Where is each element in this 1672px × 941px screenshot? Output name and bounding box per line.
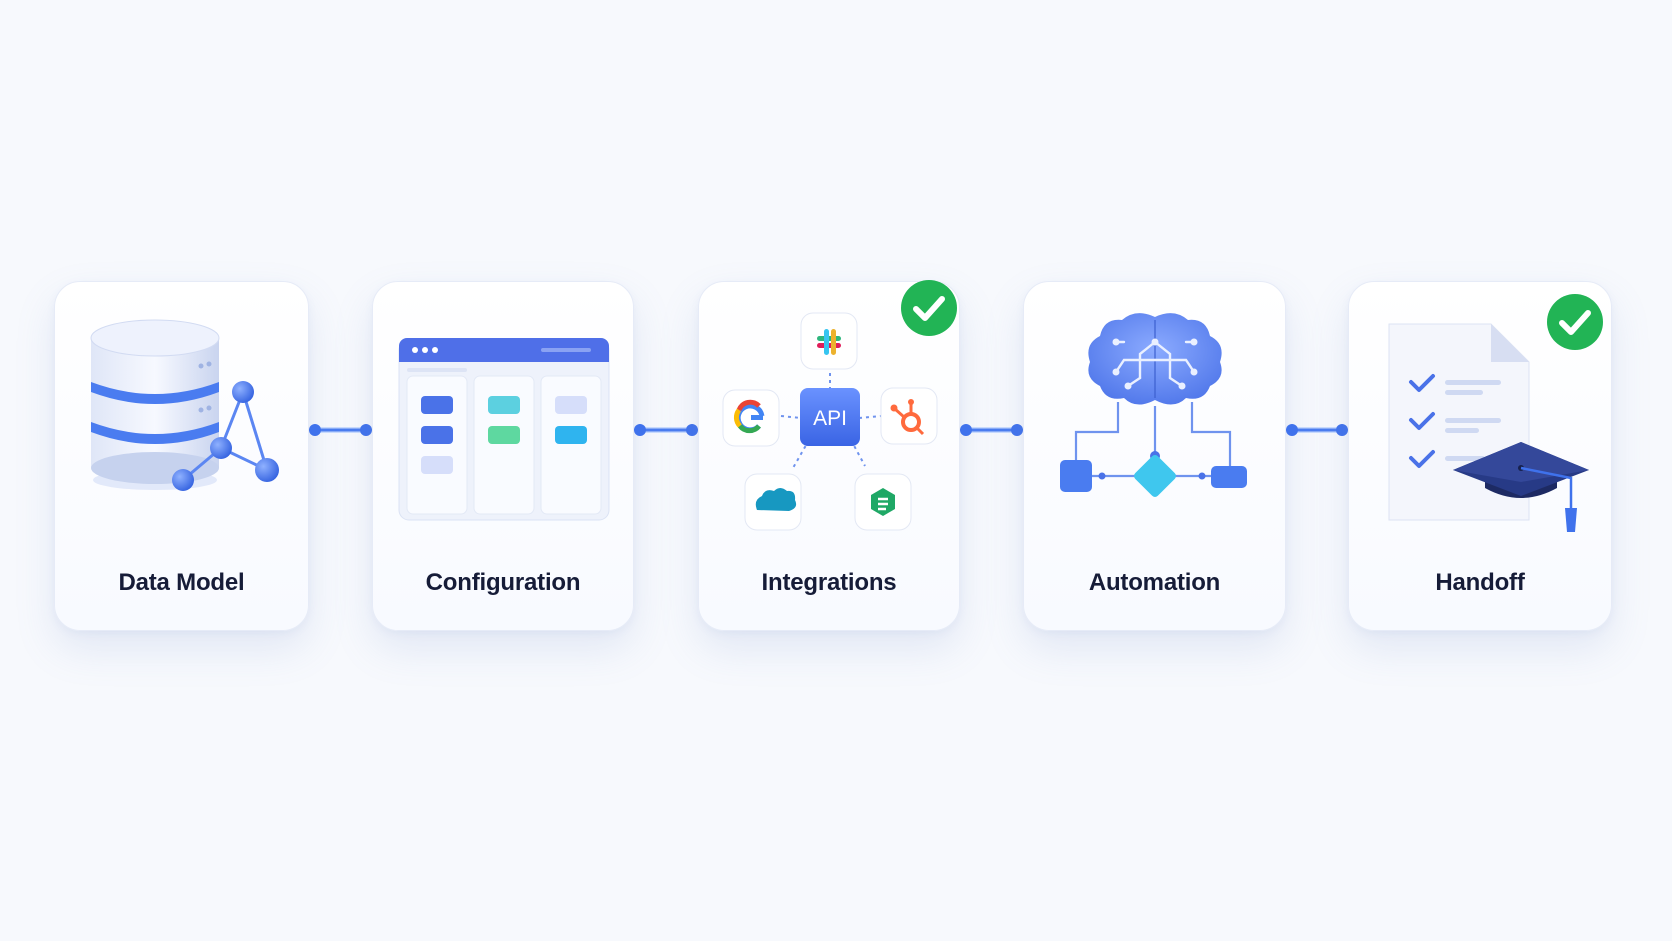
step-card-configuration: Configuration	[372, 281, 634, 631]
step-card-handoff: Handoff	[1348, 281, 1612, 631]
database-network-icon	[90, 319, 279, 491]
step-connector	[634, 424, 698, 436]
step-label-integrations: Integrations	[761, 569, 897, 596]
slack-icon	[800, 312, 858, 370]
step-card-automation: Automation	[1023, 281, 1286, 631]
step-card-data-model: Data Model	[54, 281, 309, 631]
hubspot-icon	[880, 387, 938, 445]
graduation-cap-icon	[1453, 442, 1589, 532]
check-badge-icon	[901, 280, 957, 336]
salesforce-icon	[744, 473, 802, 531]
step-label-automation: Automation	[1088, 569, 1221, 596]
check-badge-icon	[1547, 294, 1603, 350]
checklist-graduation-icon	[1388, 323, 1589, 532]
integration-hex-icon	[854, 473, 912, 531]
step-label-data-model: Data Model	[118, 569, 245, 596]
step-label-handoff: Handoff	[1435, 569, 1525, 596]
config-window-icon	[398, 338, 610, 521]
step-label-configuration: Configuration	[425, 569, 581, 596]
api-integrations-icon: API	[722, 312, 938, 531]
ai-brain-workflow-icon	[1060, 313, 1247, 497]
step-connector	[309, 424, 372, 436]
step-connector	[960, 424, 1023, 436]
google-icon	[722, 389, 780, 447]
step-connector	[1286, 424, 1348, 436]
step-card-integrations: API	[698, 280, 960, 631]
api-label: API	[813, 407, 847, 430]
